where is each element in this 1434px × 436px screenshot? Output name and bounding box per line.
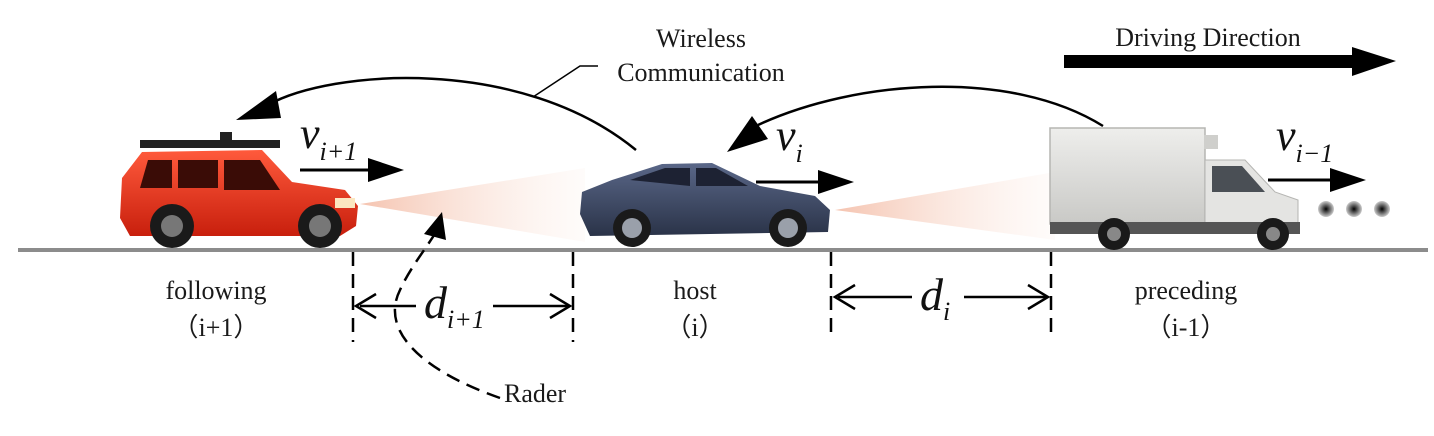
host-index: （i） <box>665 313 724 342</box>
following-vehicle <box>120 132 358 248</box>
radar-label: Rader <box>504 379 566 408</box>
velocity-preceding: vi−1 <box>1268 111 1366 192</box>
d-host-base: d <box>920 269 944 320</box>
distance-host: di <box>832 269 1051 326</box>
velocity-following: vi+1 <box>300 109 404 182</box>
wireless-communication: Wireless Communication <box>236 24 1104 152</box>
host-vehicle <box>580 163 830 247</box>
preceding-vehicle <box>1049 127 1300 250</box>
radar-beam-following <box>360 168 585 242</box>
d-following-sub: i+1 <box>447 305 485 334</box>
v-preceding-base: v <box>1276 111 1296 160</box>
more-vehicles-ellipsis <box>1318 201 1390 217</box>
wireless-label-line1: Wireless <box>656 24 746 53</box>
driving-direction-arrow-shaft <box>1064 55 1354 68</box>
following-index: （i+1） <box>173 313 260 342</box>
d-host-label: di <box>920 269 950 326</box>
following-label: following <box>165 276 266 305</box>
radar-callout: Rader <box>393 212 566 408</box>
d-following-base: d <box>424 277 448 328</box>
v-host-sub: i <box>796 139 803 168</box>
comm-leader-line <box>532 65 598 98</box>
driving-direction-arrowhead <box>1352 47 1396 76</box>
d-host-sub: i <box>943 297 950 326</box>
v-preceding-label: vi−1 <box>1276 111 1333 168</box>
v-preceding-sub: i−1 <box>1296 139 1334 168</box>
comm-arc-host-to-following <box>267 76 637 151</box>
v-following-base: v <box>300 109 320 158</box>
d-following-label: di+1 <box>424 277 485 334</box>
gap-markers <box>351 252 1053 342</box>
preceding-label: preceding <box>1135 276 1238 305</box>
comm-arc-preceding-to-host <box>757 85 1104 128</box>
comm-arrowhead-host <box>727 116 768 152</box>
v-following-label: vi+1 <box>300 109 357 166</box>
host-label: host <box>673 276 717 305</box>
driving-direction-label: Driving Direction <box>1115 23 1301 52</box>
comm-arrowhead-following <box>236 91 281 120</box>
wireless-label-line2: Communication <box>617 58 785 87</box>
v-host-base: v <box>776 111 796 160</box>
distance-following: di+1 <box>353 277 573 334</box>
driving-direction: Driving Direction <box>1064 23 1396 76</box>
preceding-index: （i-1） <box>1146 313 1227 342</box>
radar-beam-host <box>835 172 1055 240</box>
v-host-label: vi <box>776 111 803 168</box>
velocity-host: vi <box>756 111 854 194</box>
v-following-sub: i+1 <box>320 137 358 166</box>
